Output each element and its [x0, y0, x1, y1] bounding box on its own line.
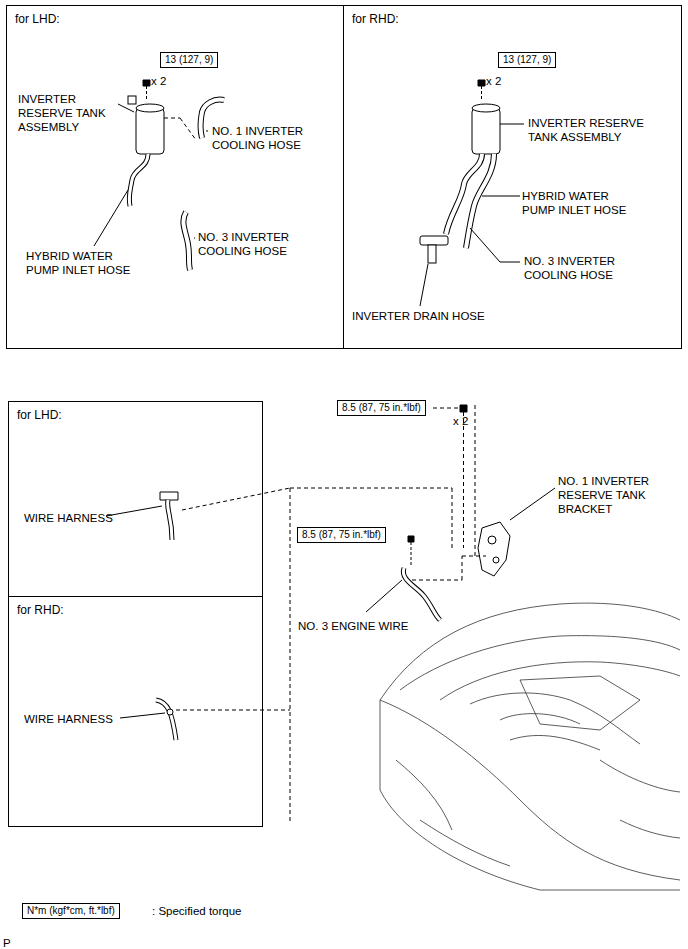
torque-value: 13 (127, 9) [165, 54, 213, 66]
part-name: NO. 3 ENGINE WIRE [298, 619, 409, 633]
region-panel: for LHD: 13 (127, 9) [6, 5, 344, 349]
part-name: NO. 1 INVERTER COOLING HOSE [212, 124, 332, 152]
panel-heading: for LHD: [17, 408, 62, 422]
part-name: WIRE HARNESS [24, 712, 113, 726]
quantity: x 2 [453, 414, 468, 428]
part-name: NO. 3 INVERTER COOLING HOSE [524, 254, 636, 282]
quantity: x 2 [151, 74, 166, 88]
figure-code: P [3, 936, 11, 949]
part-name: NO. 3 INVERTER COOLING HOSE [198, 230, 322, 258]
torque-value: N*m (kgf*cm, ft.*lbf) [27, 905, 115, 917]
part-name: HYBRID WATER PUMP INLET HOSE [522, 189, 642, 217]
panel-heading: for LHD: [15, 12, 60, 26]
legend-torque-box: N*m (kgf*cm, ft.*lbf) [22, 903, 120, 919]
torque-value: 8.5 (87, 75 in.*lbf) [342, 402, 421, 414]
torque-box: 13 (127, 9) [160, 52, 218, 68]
part-name: INVERTER RESERVE TANK ASSEMBLY [528, 116, 668, 144]
part-name: WIRE HARNESS [24, 511, 113, 525]
torque-box: 13 (127, 9) [498, 52, 556, 68]
panel-heading: for RHD: [352, 12, 399, 26]
bracket-parts [106, 405, 555, 824]
panel-heading: for RHD: [17, 603, 64, 617]
vehicle-outline [380, 603, 680, 890]
region-panel: for LHD: [8, 401, 263, 597]
part-name: INVERTER DRAIN HOSE [352, 309, 485, 323]
torque-value: 8.5 (87, 75 in.*lbf) [302, 529, 381, 541]
torque-value: 13 (127, 9) [503, 54, 551, 66]
quantity: x 2 [486, 74, 501, 88]
rhd-tank-parts [420, 80, 524, 306]
part-name: HYBRID WATER PUMP INLET HOSE [26, 249, 146, 277]
part-name: NO. 1 INVERTER RESERVE TANK BRACKET [558, 474, 670, 516]
torque-box: 8.5 (87, 75 in.*lbf) [337, 400, 426, 416]
part-name: INVERTER RESERVE TANK ASSEMBLY [18, 92, 120, 134]
region-panel: for RHD: 13 (127, 9) [343, 5, 682, 349]
region-panel: for RHD: [8, 596, 263, 827]
legend-text: : Specified torque [152, 904, 242, 918]
torque-box: 8.5 (87, 75 in.*lbf) [297, 527, 386, 543]
